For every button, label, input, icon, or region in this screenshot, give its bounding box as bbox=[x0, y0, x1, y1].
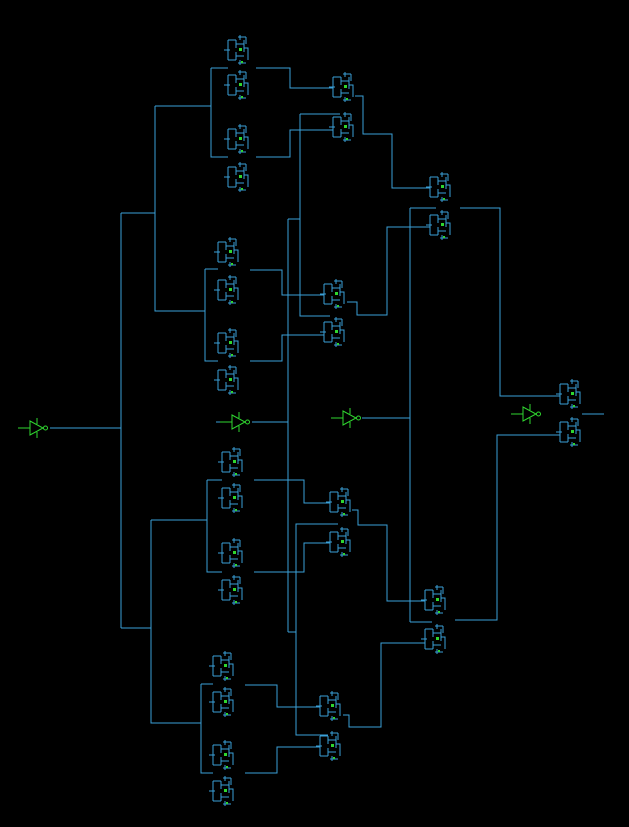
wire bbox=[150, 520, 201, 724]
wire bbox=[299, 219, 330, 317]
wire bbox=[254, 542, 330, 573]
transistor-cell-icon bbox=[214, 275, 239, 305]
inverter-layer bbox=[18, 404, 541, 438]
wire bbox=[343, 642, 425, 728]
transistor-cell-icon bbox=[224, 35, 249, 65]
transistor-cell-icon bbox=[326, 527, 351, 557]
inverter-icon bbox=[511, 404, 541, 424]
transistor-cell-icon bbox=[224, 162, 249, 192]
wire bbox=[245, 684, 320, 708]
transistor-cell-icon bbox=[320, 279, 345, 309]
transistor-cell-icon bbox=[421, 624, 446, 654]
transistor-cell-icon bbox=[320, 317, 345, 347]
wire bbox=[210, 68, 228, 158]
wire-layer bbox=[50, 67, 604, 774]
wire bbox=[256, 129, 333, 158]
wire bbox=[250, 269, 324, 296]
inverter-icon bbox=[331, 408, 361, 428]
transistor-cell-icon bbox=[556, 379, 581, 409]
transistor-cell-icon bbox=[224, 124, 249, 154]
wire bbox=[200, 684, 213, 774]
wire bbox=[295, 632, 328, 736]
transistor-cell-icon bbox=[218, 483, 243, 513]
transistor-cell-icon bbox=[326, 487, 351, 517]
wire bbox=[254, 479, 330, 504]
wire bbox=[347, 226, 430, 316]
transistor-cell-icon bbox=[218, 447, 243, 477]
transistor-cell-icon bbox=[214, 365, 239, 395]
transistor-cell-icon bbox=[209, 776, 234, 806]
transistor-cell-icon bbox=[316, 731, 341, 761]
wire bbox=[352, 509, 425, 602]
transistor-cell-icon bbox=[556, 417, 581, 447]
inverter-icon bbox=[18, 418, 48, 438]
transistor-cell-icon bbox=[209, 740, 234, 770]
wire bbox=[256, 67, 333, 89]
wire bbox=[288, 523, 338, 633]
transistor-cell-icon bbox=[426, 210, 451, 240]
transistor-cell-icon bbox=[316, 691, 341, 721]
wire bbox=[245, 746, 320, 774]
wire bbox=[206, 480, 222, 573]
transistor-cell-icon bbox=[214, 328, 239, 358]
transistor-cell-layer bbox=[209, 35, 581, 806]
transistor-cell-icon bbox=[209, 651, 234, 681]
transistor-cell-icon bbox=[329, 112, 354, 142]
wire bbox=[250, 334, 324, 362]
inverter-icon bbox=[220, 412, 250, 432]
transistor-cell-icon bbox=[426, 172, 451, 202]
wire bbox=[154, 106, 205, 312]
transistor-cell-icon bbox=[209, 687, 234, 717]
transistor-cell-icon bbox=[224, 70, 249, 100]
transistor-cell-icon bbox=[218, 538, 243, 568]
transistor-cell-icon bbox=[421, 585, 446, 615]
wire bbox=[355, 95, 430, 189]
transistor-cell-icon bbox=[214, 237, 239, 267]
transistor-cell-icon bbox=[218, 575, 243, 605]
transistor-cell-icon bbox=[329, 72, 354, 102]
wire bbox=[460, 207, 560, 397]
wire bbox=[204, 269, 218, 362]
wire bbox=[455, 434, 560, 621]
